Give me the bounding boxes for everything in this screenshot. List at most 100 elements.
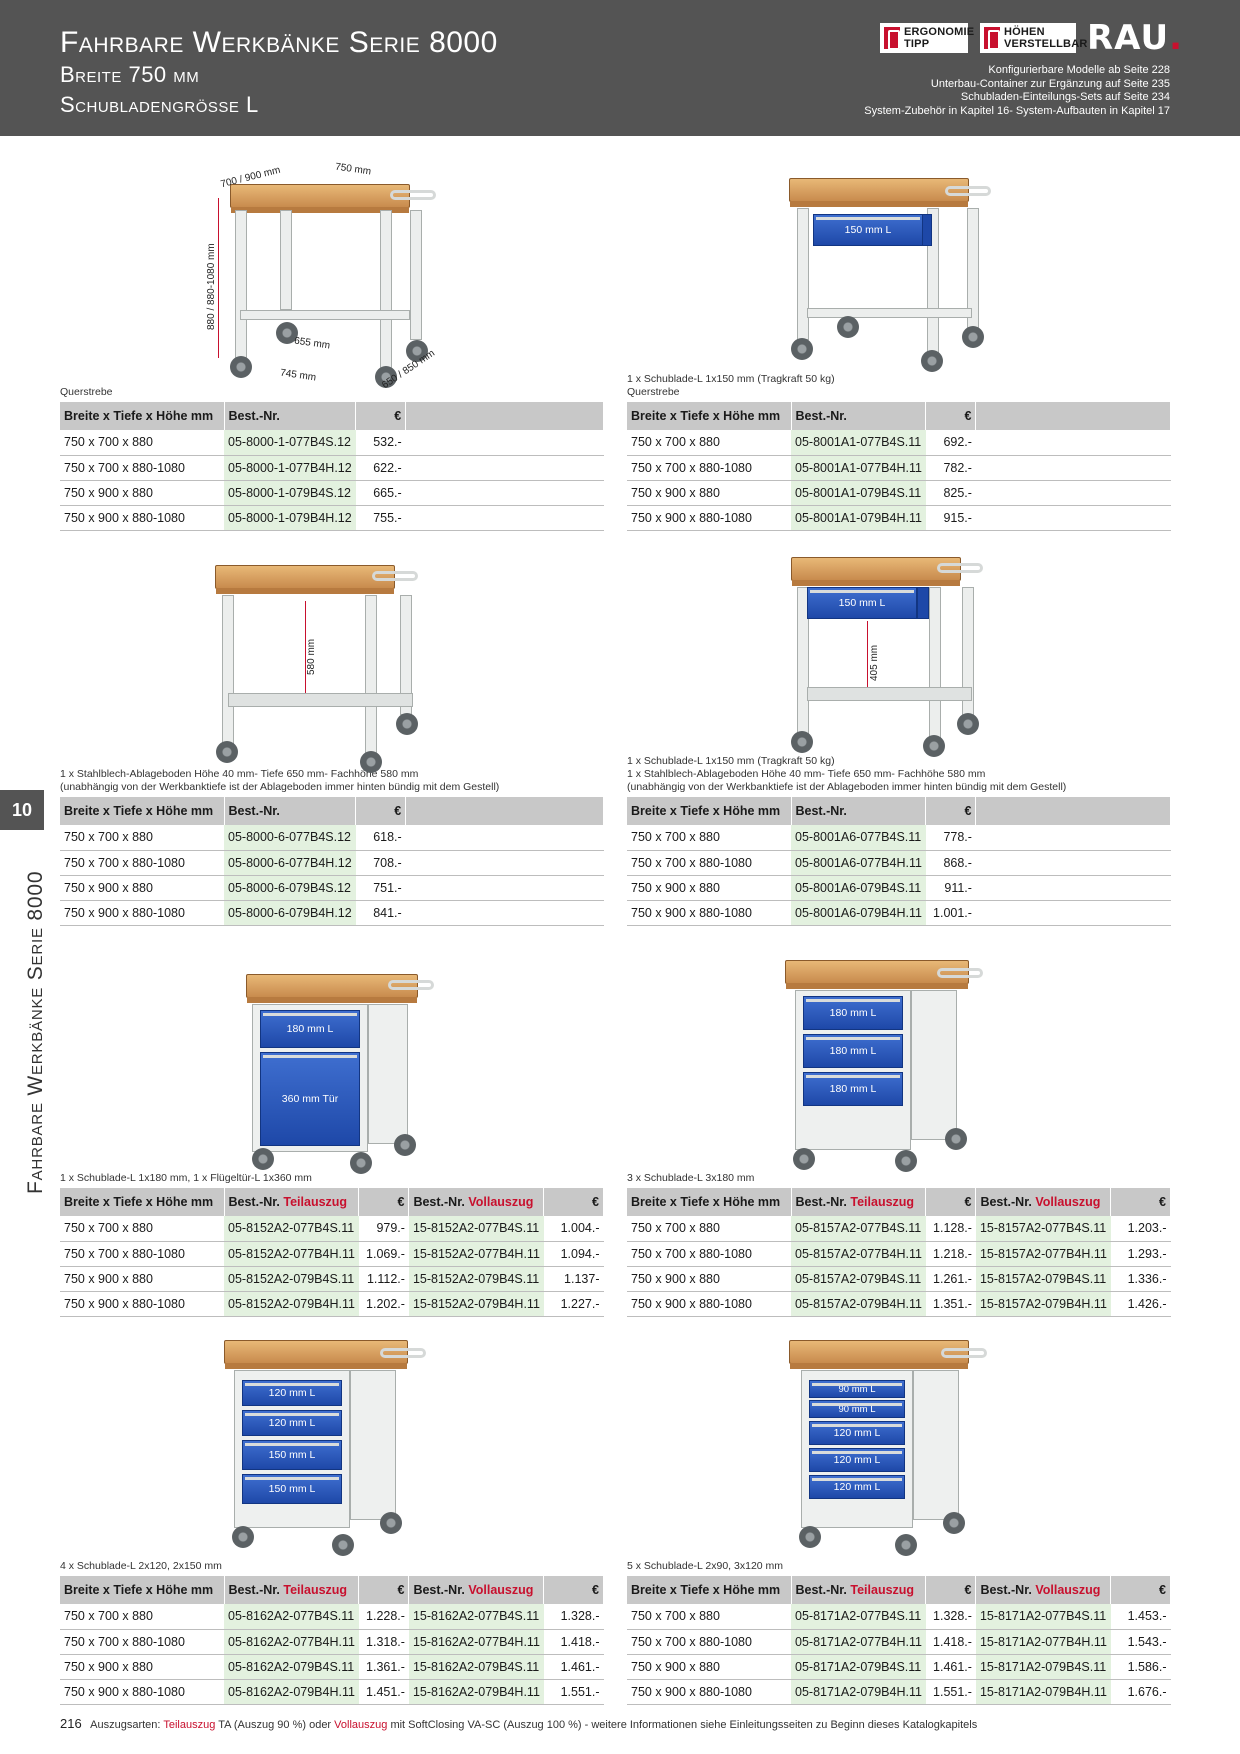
order-number: 15-8152A2-079B4S.11 (408, 1266, 544, 1292)
product-captions: 3 x Schublade-L 3x180 mm (627, 1172, 755, 1184)
workbench-illustration: 150 mm L 405 mm (777, 557, 1017, 757)
workbench-illustration: 580 mm (210, 565, 450, 773)
handle-icon (388, 980, 434, 990)
table-header-row: Breite x Tiefe x Höhe mm Best.-Nr. € (627, 797, 1171, 825)
wheel-icon (791, 338, 813, 360)
order-number: 05-8171A2-077B4H.11 (791, 1629, 926, 1655)
handle-icon (380, 1348, 426, 1358)
price: 1.418.- (925, 1629, 976, 1655)
order-number: 05-8152A2-079B4H.11 (224, 1291, 359, 1317)
wheel-icon (793, 1148, 815, 1170)
drawer: 150 mm L (242, 1440, 342, 1470)
product-image: 150 mm L (627, 150, 1171, 373)
workbench-illustration: 150 mm L (777, 178, 1017, 378)
order-number: 05-8000-1-079B4H.12 (224, 505, 356, 531)
header-note: Konfigurierbare Modelle ab Seite 228 (988, 64, 1170, 76)
price: 1.361.- (358, 1654, 409, 1680)
price: 1.586.- (1110, 1654, 1171, 1680)
product-block-drawer-shelf: 150 mm L 405 mm 1 x Schublade-L 1x150 mm… (627, 553, 1171, 926)
order-number: 15-8162A2-077B4H.11 (408, 1629, 544, 1655)
price-table: Breite x Tiefe x Höhe mm Best.-Nr. Teila… (60, 1188, 604, 1317)
wheel-icon (957, 713, 979, 735)
order-number: 05-8000-6-077B4H.12 (224, 850, 356, 876)
product-image: 580 mm (60, 553, 604, 773)
price: 1.218.- (925, 1241, 976, 1267)
order-number: 05-8162A2-077B4H.11 (224, 1629, 359, 1655)
order-number: 15-8162A2-079B4H.11 (408, 1679, 544, 1705)
header-notes: Konfigurierbare Modelle ab Seite 228 Unt… (864, 64, 1170, 118)
drawer: 120 mm L (242, 1380, 342, 1406)
page-number: 216 (60, 1716, 82, 1731)
price-table: Breite x Tiefe x Höhe mm Best.-Nr. € 750… (60, 797, 604, 926)
table-header-row: Breite x Tiefe x Höhe mm Best.-Nr. € (60, 797, 604, 825)
price: 782.- (925, 455, 976, 481)
handle-icon (937, 563, 983, 573)
price: 692.- (925, 430, 976, 456)
drawer: 120 mm L (809, 1421, 905, 1445)
order-number: 05-8152A2-077B4S.11 (224, 1216, 359, 1242)
price-table: Breite x Tiefe x Höhe mm Best.-Nr. € 750… (60, 402, 604, 531)
order-number: 05-8171A2-079B4S.11 (791, 1654, 926, 1680)
wheel-icon (360, 751, 382, 773)
dimension-shelf-height: 580 mm (306, 638, 317, 675)
wheel-icon (791, 731, 813, 753)
wheel-icon (216, 741, 238, 763)
drawer: 150 mm L (813, 214, 923, 246)
price: 1.128.- (925, 1216, 976, 1242)
order-number: 05-8157A2-079B4H.11 (791, 1291, 926, 1317)
workbench-illustration (210, 170, 450, 388)
product-block-3-drawers: 180 mm L 180 mm L 180 mm L 3 x Schublade… (627, 960, 1171, 1317)
wheel-icon (252, 1148, 274, 1170)
order-number: 15-8171A2-077B4H.11 (975, 1629, 1111, 1655)
order-number: 05-8157A2-079B4S.11 (791, 1266, 926, 1292)
price: 825.- (925, 480, 976, 506)
product-captions: Querstrebe (60, 386, 113, 398)
order-number: 15-8152A2-077B4H.11 (408, 1241, 544, 1267)
wheel-icon (375, 366, 397, 388)
handle-icon (941, 1348, 987, 1358)
ergonomie-icon (884, 27, 900, 50)
table-header-row: Breite x Tiefe x Höhe mm Best.-Nr. Teila… (627, 1188, 1171, 1216)
table-header-row: Breite x Tiefe x Höhe mm Best.-Nr. Teila… (60, 1188, 604, 1216)
order-number: 15-8162A2-077B4S.11 (408, 1604, 544, 1630)
dimension-shelf-height: 405 mm (869, 644, 880, 681)
drawer: 90 mm L (809, 1400, 905, 1418)
price: 751.- (355, 875, 406, 901)
wheel-icon (945, 1128, 967, 1150)
order-number: 05-8171A2-079B4H.11 (791, 1679, 926, 1705)
order-number: 05-8162A2-079B4H.11 (224, 1679, 359, 1705)
order-number: 15-8157A2-077B4H.11 (975, 1241, 1111, 1267)
price: 1.001.- (925, 900, 976, 926)
order-number: 05-8152A2-079B4S.11 (224, 1266, 359, 1292)
order-number: 15-8171A2-077B4S.11 (975, 1604, 1111, 1630)
table-header-row: Breite x Tiefe x Höhe mm Best.-Nr. Teila… (60, 1576, 604, 1604)
handle-icon (372, 571, 418, 581)
price: 1.293.- (1110, 1241, 1171, 1267)
price-table: Breite x Tiefe x Höhe mm Best.-Nr. Teila… (627, 1188, 1171, 1317)
product-block-shelf: 580 mm 1 x Stahlblech-Ablageboden Höhe 4… (60, 553, 604, 926)
price: 1.676.- (1110, 1679, 1171, 1705)
order-number: 15-8162A2-079B4S.11 (408, 1654, 544, 1680)
order-number: 15-8171A2-079B4H.11 (975, 1679, 1111, 1705)
wheel-icon (350, 1152, 372, 1174)
price: 618.- (355, 825, 406, 851)
drawer: 120 mm L (809, 1475, 905, 1499)
price: 1.112.- (358, 1266, 409, 1292)
order-number: 05-8152A2-077B4H.11 (224, 1241, 359, 1267)
price-table: Breite x Tiefe x Höhe mm Best.-Nr. € 750… (627, 797, 1171, 926)
price: 979.- (358, 1216, 409, 1242)
product-image: 120 mm L 120 mm L 150 mm L 150 mm L (60, 1340, 604, 1560)
product-captions: 5 x Schublade-L 2x90, 3x120 mm (627, 1560, 784, 1572)
price: 1.461.- (925, 1654, 976, 1680)
price: 1.328.- (543, 1604, 604, 1630)
header-note: Schubladen-Einteilungs-Sets auf Seite 23… (960, 91, 1170, 103)
